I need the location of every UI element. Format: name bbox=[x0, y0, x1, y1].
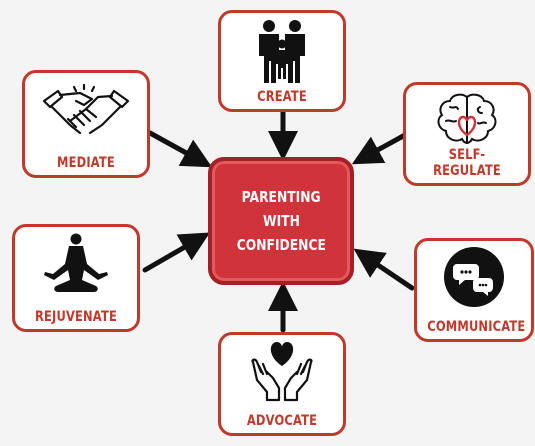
meditation-icon bbox=[44, 233, 108, 292]
arrow-mediate bbox=[147, 130, 213, 168]
family-icon bbox=[259, 20, 305, 83]
center-box: PARENTING WITH CONFIDENCE bbox=[208, 157, 354, 285]
node-communicate-label: COMMUNICATE bbox=[427, 319, 526, 335]
node-advocate-label: ADVOCATE bbox=[246, 413, 318, 429]
chat-bubbles-icon bbox=[444, 247, 504, 307]
node-communicate: COMMUNICATE bbox=[414, 238, 534, 342]
center-line-3: CONFIDENCE bbox=[236, 236, 326, 254]
node-create: CREATE bbox=[218, 10, 346, 112]
node-mediate-label: MEDIATE bbox=[57, 155, 115, 171]
arrow-self-regulate bbox=[351, 132, 408, 165]
handshake-icon bbox=[42, 83, 130, 135]
node-self-regulate-label: SELF-REGULATE bbox=[433, 147, 501, 179]
node-rejuvenate: REJUVENATE bbox=[12, 224, 140, 332]
hands-heart-icon bbox=[251, 342, 313, 402]
node-rejuvenate-label: REJUVENATE bbox=[35, 309, 117, 325]
node-create-label: CREATE bbox=[257, 89, 307, 105]
arrow-communicate bbox=[353, 248, 415, 291]
brain-heart-icon bbox=[437, 93, 497, 144]
arrow-rejuvenate bbox=[142, 232, 210, 273]
node-mediate: MEDIATE bbox=[22, 70, 150, 178]
center-line-2: WITH bbox=[262, 212, 300, 230]
center-line-1: PARENTING bbox=[241, 188, 321, 206]
node-self-regulate: SELF-REGULATE bbox=[403, 82, 531, 186]
node-advocate: ADVOCATE bbox=[218, 332, 346, 436]
